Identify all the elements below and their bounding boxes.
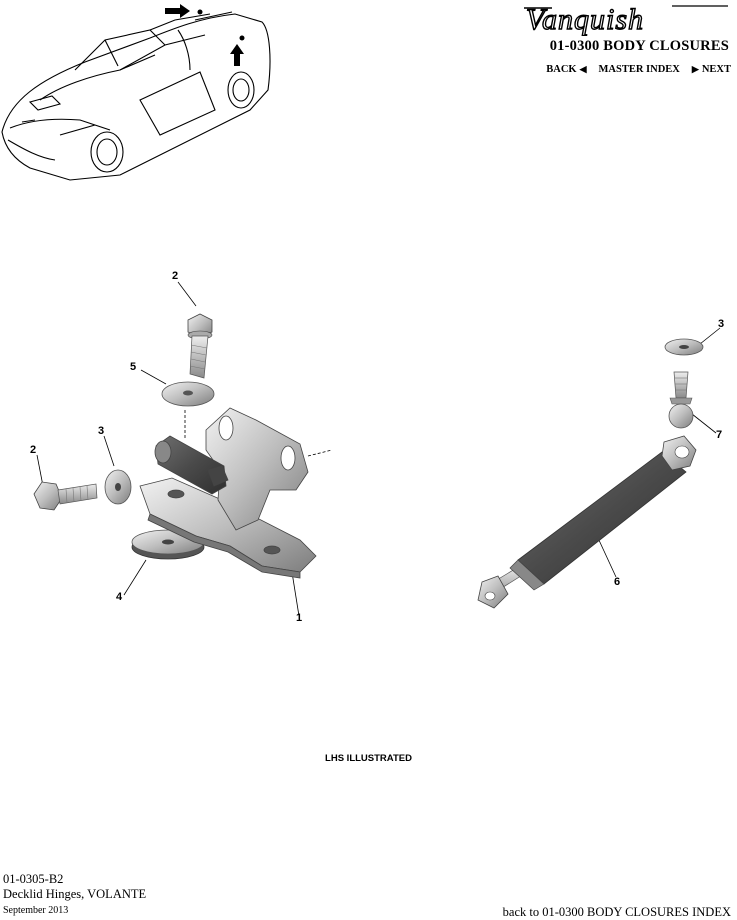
back-to-index-link[interactable]: back to 01-0300 BODY CLOSURES INDEX xyxy=(502,905,731,919)
part-code: 01-0305-B2 xyxy=(3,872,64,886)
hinge-part xyxy=(139,407,317,579)
ball-stud-part xyxy=(668,371,694,429)
callout-label: 7 xyxy=(716,429,723,441)
callout-label: 1 xyxy=(296,612,303,624)
washer-part xyxy=(664,338,704,356)
left-triangle-icon: ◀ xyxy=(579,64,587,74)
location-arrow-icon xyxy=(165,4,190,18)
next-label: NEXT xyxy=(701,64,731,75)
part-name: Decklid Hinges, VOLANTE xyxy=(3,887,147,901)
vanquish-logo: Vanquish xyxy=(524,2,728,36)
car-illustration xyxy=(1,11,271,181)
illustration-note: LHS ILLUSTRATED xyxy=(325,753,412,764)
right-triangle-icon: ▶ xyxy=(691,64,699,74)
callout-label: 6 xyxy=(614,576,621,588)
washer-part xyxy=(104,469,132,505)
bolt-part xyxy=(187,313,213,379)
callout-label: 5 xyxy=(130,361,137,373)
callout-label: 4 xyxy=(116,591,123,603)
washer-part xyxy=(161,381,215,407)
section-title: 01-0300 BODY CLOSURES xyxy=(549,38,729,54)
back-label: BACK xyxy=(546,64,577,75)
location-arrow-icon xyxy=(230,44,244,66)
next-link[interactable]: ▶ NEXT xyxy=(692,64,731,75)
gas-strut-part xyxy=(477,435,697,609)
leader-lines xyxy=(36,281,721,617)
callout-label: 2 xyxy=(172,270,179,282)
publication-date: September 2013 xyxy=(3,905,69,916)
bolt-part xyxy=(33,481,98,511)
master-index-link[interactable]: MASTER INDEX xyxy=(598,64,680,75)
callout-label: 2 xyxy=(30,444,37,456)
callout-label: 3 xyxy=(98,425,105,437)
back-link[interactable]: BACK ◀ xyxy=(546,64,586,75)
nav-bar: BACK ◀ MASTER INDEX ▶ NEXT xyxy=(546,64,731,75)
callout-label: 3 xyxy=(718,318,725,330)
